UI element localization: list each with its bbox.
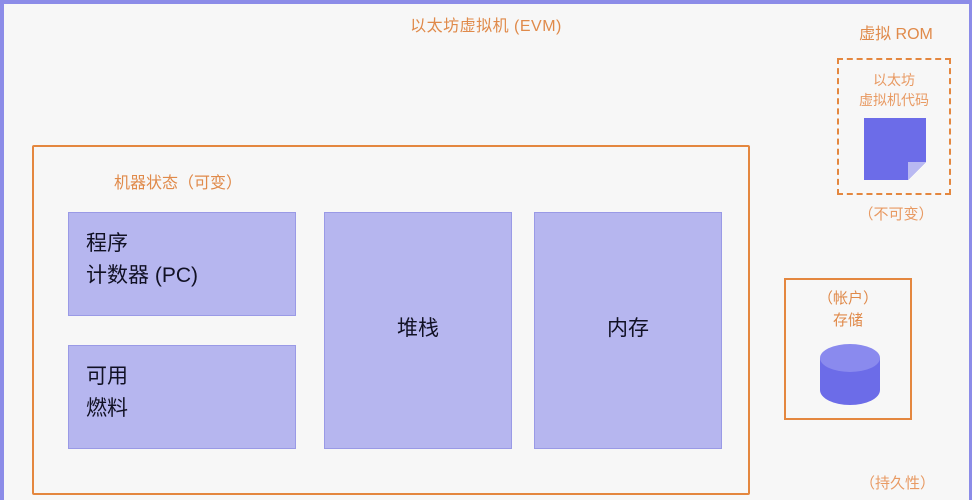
code-document-icon [864,118,926,180]
memory-box [534,212,722,449]
account-storage-caption: （持久性） [860,475,936,492]
program-counter-label: 程序 计数器 (PC) [86,232,198,287]
available-gas-box [68,345,296,449]
virtual-rom-code-label: 以太坊 虚拟机代码 [859,72,929,108]
stack-label: 堆栈 [397,317,439,340]
account-storage-label: （帐户） 存储 [817,290,878,329]
window-right-border [969,0,972,500]
available-gas-label: 可用 燃料 [86,365,128,420]
program-counter-box [68,212,296,316]
memory-label: 内存 [607,317,649,340]
virtual-rom-title: 虚拟 ROM [859,26,933,43]
evm-title: 以太坊虚拟机 (EVM) [410,18,562,35]
window-top-border [0,0,972,4]
database-cylinder-icon [818,343,882,405]
window-left-border [0,0,4,500]
virtual-rom-caption: （不可变） [858,206,934,223]
machine-state-title: 机器状态（可变） [114,175,243,192]
stack-box [324,212,512,449]
